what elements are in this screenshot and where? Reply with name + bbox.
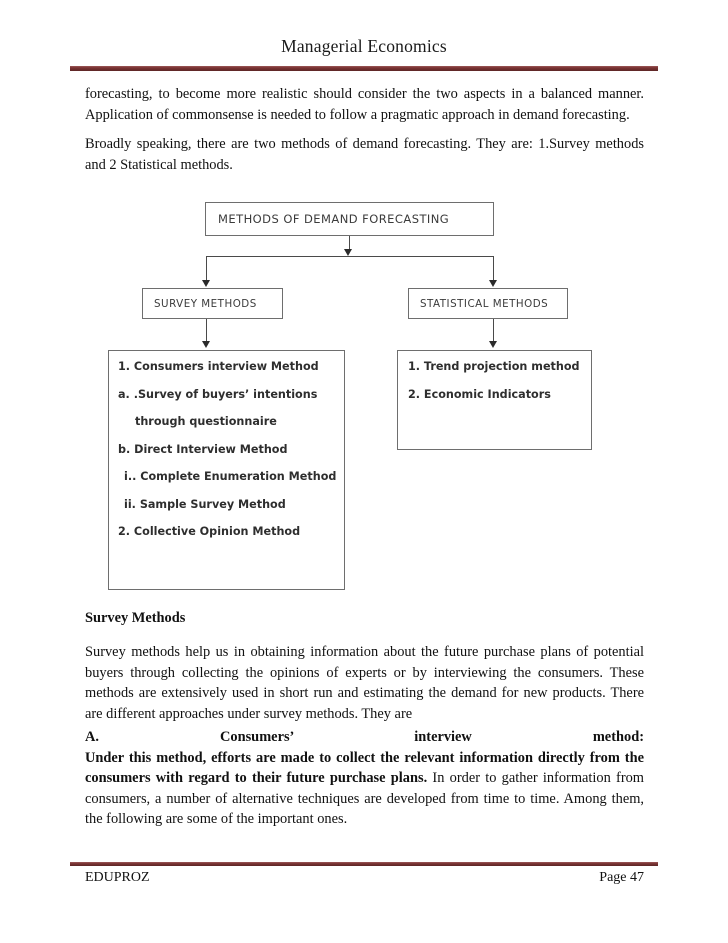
flowchart-statistical-methods-box: STATISTICAL METHODS bbox=[408, 288, 568, 319]
paragraph-survey-methods-description: Survey methods help us in obtaining info… bbox=[85, 644, 644, 722]
list-item: through questionnaire bbox=[135, 415, 277, 428]
paragraph-consumers-interview-method: A. Consumers’ interview method: Under thi… bbox=[85, 727, 644, 830]
connector-right-arrowhead-icon bbox=[489, 280, 497, 287]
paragraph-two-methods: Broadly speaking, there are two methods … bbox=[85, 136, 644, 173]
flowchart-statistical-methods-label: STATISTICAL METHODS bbox=[420, 297, 549, 310]
list-item: 1. Consumers interview Method bbox=[118, 360, 319, 373]
flowchart-survey-methods-label: SURVEY METHODS bbox=[154, 297, 257, 310]
connector-left-arrowhead-icon bbox=[202, 280, 210, 287]
consumers-interview-method-title: A. Consumers’ interview method: bbox=[85, 729, 644, 745]
connector-left-drop bbox=[206, 256, 208, 282]
list-item: 1. Trend projection method bbox=[408, 360, 580, 373]
header-divider-rule bbox=[70, 66, 658, 71]
list-item: ii. Sample Survey Method bbox=[124, 497, 286, 511]
footer-organization: EDUPROZ bbox=[85, 870, 150, 885]
list-item: 2. Economic Indicators bbox=[408, 387, 551, 401]
flowchart-survey-methods-box: SURVEY METHODS bbox=[142, 288, 283, 319]
connector-split-bar bbox=[206, 256, 494, 258]
flowchart-root-label: METHODS OF DEMAND FORECASTING bbox=[218, 212, 450, 226]
flowchart-statistical-items-box: 1. Trend projection method 2. Economic I… bbox=[397, 350, 592, 450]
list-item: a. .Survey of buyers’ intentions bbox=[118, 387, 318, 401]
connector-right-drop bbox=[493, 256, 495, 282]
flowchart-survey-items-box: 1. Consumers interview Method a. .Survey… bbox=[108, 350, 345, 590]
connector-survey-list-arrowhead-icon bbox=[202, 341, 210, 348]
section-heading-survey-methods: Survey Methods bbox=[85, 610, 186, 626]
connector-statistical-list-arrowhead-icon bbox=[489, 341, 497, 348]
connector-root-arrowhead-icon bbox=[344, 249, 352, 256]
paragraph-forecasting-realistic: forecasting, to become more realistic sh… bbox=[85, 86, 644, 123]
list-item: 2. Collective Opinion Method bbox=[118, 525, 301, 538]
page-header-title: Managerial Economics bbox=[281, 36, 447, 56]
list-item: i.. Complete Enumeration Method bbox=[124, 470, 337, 483]
connector-statistical-to-list bbox=[493, 319, 495, 343]
footer-page-number: Page 47 bbox=[599, 870, 644, 885]
consumers-interview-method-bold-text: Under this method, efforts are made to c… bbox=[85, 749, 644, 787]
consumers-interview-method-tail-text: In order to gather information from cons… bbox=[85, 770, 645, 827]
connector-root-stem bbox=[348, 236, 350, 251]
list-item: b. Direct Interview Method bbox=[118, 442, 288, 456]
footer-divider-rule bbox=[70, 862, 658, 866]
connector-survey-to-list bbox=[206, 319, 208, 343]
flowchart-root-box: METHODS OF DEMAND FORECASTING bbox=[205, 202, 494, 236]
